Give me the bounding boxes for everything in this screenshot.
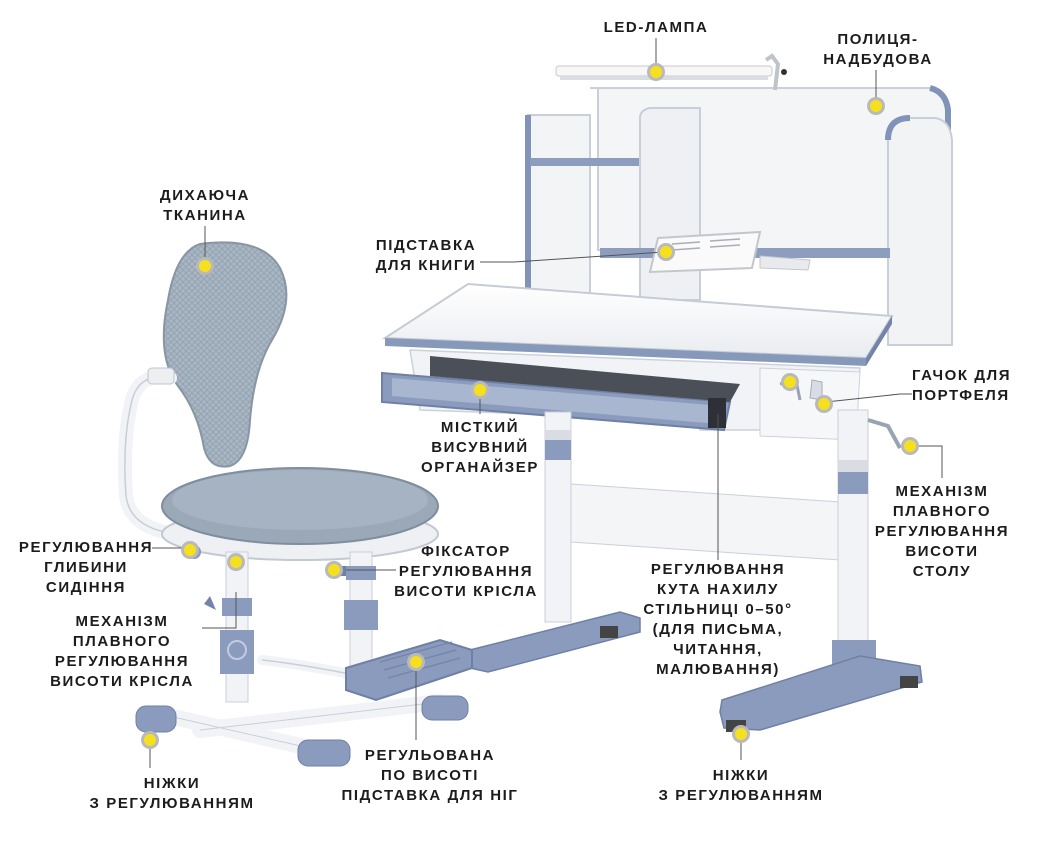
hutch-right-tower <box>887 117 953 346</box>
hotspot-dot-icon <box>196 257 214 275</box>
hotspot-markers <box>141 63 919 749</box>
hotspot-dot-icon <box>325 561 343 579</box>
hotspot-dot-icon <box>471 381 489 399</box>
book-stand <box>648 230 811 274</box>
label-organizer: МІСТКИЙ ВИСУВНИЙ ОРГАНАЙЗЕР <box>421 419 539 476</box>
label-desk-height: МЕХАНІЗМ ПЛАВНОГО РЕГУЛЮВАННЯ ВИСОТИ СТО… <box>874 483 1010 580</box>
hotspot-dot-icon <box>657 243 675 261</box>
hotspot-dot-icon <box>781 373 799 391</box>
chair-backrest <box>162 241 288 468</box>
footrest <box>345 638 473 702</box>
label-book-stand: ПІДСТАВКА ДЛЯ КНИГИ <box>375 237 477 274</box>
label-shelf: ПОЛИЦЯ- НАДБУДОВА <box>823 31 933 68</box>
label-footrest: РЕГУЛЬОВАНА ПО ВИСОТІ ПІДСТАВКА ДЛЯ НІГ <box>341 747 519 804</box>
hotspot-dot-icon <box>815 395 833 413</box>
chair-seat <box>161 467 439 561</box>
label-bag-hook: ГАЧОК ДЛЯ ПОРТФЕЛЯ <box>912 367 1012 404</box>
label-breathable-fabric: ДИХАЮЧА ТКАНИНА <box>159 187 251 224</box>
hutch-left-tower <box>527 114 591 301</box>
hotspot-dot-icon <box>901 437 919 455</box>
label-seat-depth: РЕГУЛЮВАННЯ ГЛИБИНИ СИДІННЯ <box>18 539 154 596</box>
hotspot-dot-icon <box>867 97 885 115</box>
chair <box>117 241 473 767</box>
label-chair-height: МЕХАНІЗМ ПЛАВНОГО РЕГУЛЮВАННЯ ВИСОТИ КРІ… <box>50 613 194 690</box>
hotspot-dot-icon <box>227 553 245 571</box>
hotspot-dot-icon <box>141 731 159 749</box>
desk-crossbar <box>570 483 841 561</box>
label-chair-lock: ФІКСАТОР РЕГУЛЮВАННЯ ВИСОТИ КРІСЛА <box>394 543 538 600</box>
chair-left-column <box>204 551 254 703</box>
label-led-lamp: LED-ЛАМПА <box>603 19 709 36</box>
drawer-organizer <box>381 356 740 432</box>
hotspot-dot-icon <box>647 63 665 81</box>
label-desk-feet: НІЖКИ З РЕГУЛЮВАННЯМ <box>658 767 824 804</box>
hotspot-dot-icon <box>732 725 750 743</box>
hotspot-dot-icon <box>407 653 425 671</box>
led-lamp <box>555 53 787 91</box>
desk-right-leg <box>719 409 923 732</box>
chair-base <box>135 694 469 767</box>
desk <box>381 53 953 732</box>
label-tilt: РЕГУЛЮВАННЯ КУТА НАХИЛУ СТІЛЬНИЦІ 0–50° … <box>643 561 793 678</box>
label-chair-feet: НІЖКИ З РЕГУЛЮВАННЯМ <box>89 775 255 812</box>
hotspot-dot-icon <box>181 541 199 559</box>
